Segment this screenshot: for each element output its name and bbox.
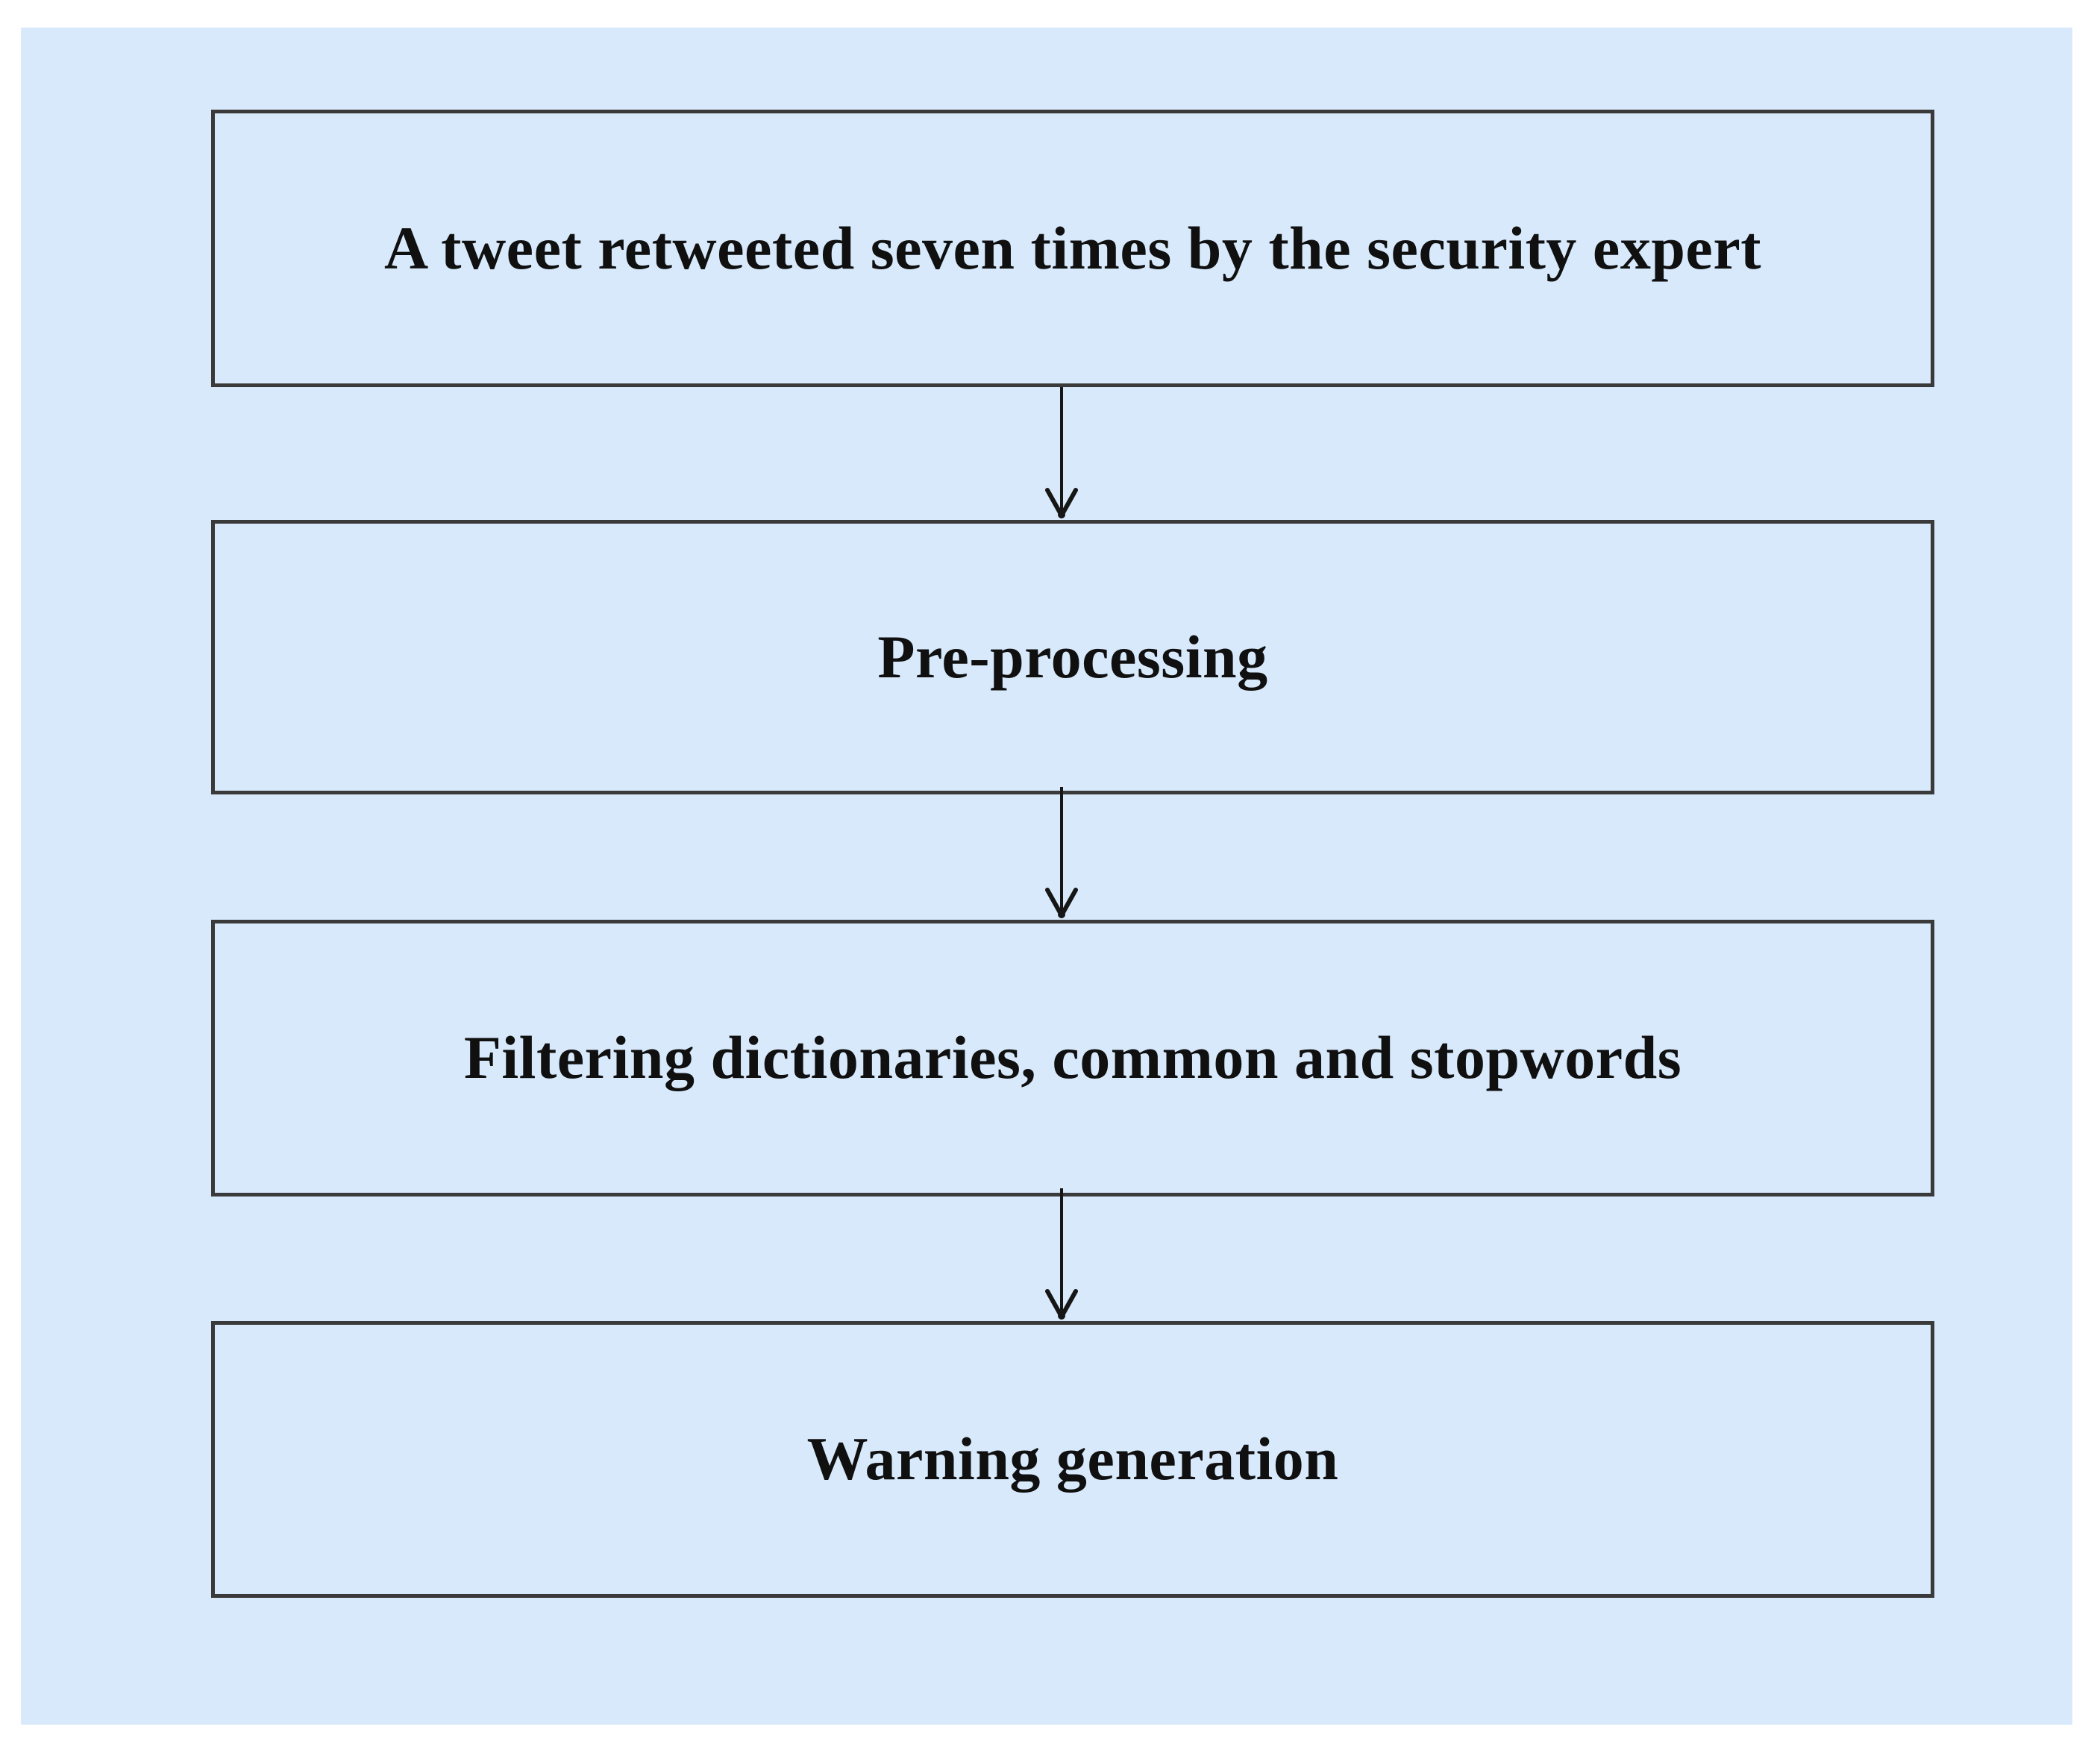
flow-node-filtering: Filtering dictionaries, common and stopw… [211,920,1934,1196]
down-arrow-icon [1039,387,1084,520]
flow-node-tweet-input-label: A tweet retweeted seven times by the sec… [383,213,1762,282]
flow-node-warning-generation-label: Warning generation [806,1425,1339,1493]
down-arrow-icon [1039,1188,1084,1321]
flow-node-pre-processing: Pre-processing [211,520,1934,794]
down-arrow-icon [1039,787,1084,920]
flow-node-filtering-label: Filtering dictionaries, common and stopw… [463,1023,1682,1092]
flow-node-warning-generation: Warning generation [211,1321,1934,1598]
flow-node-tweet-input: A tweet retweeted seven times by the sec… [211,110,1934,387]
flow-node-pre-processing-label: Pre-processing [877,622,1268,691]
flowchart-panel: A tweet retweeted seven times by the sec… [21,28,2072,1725]
